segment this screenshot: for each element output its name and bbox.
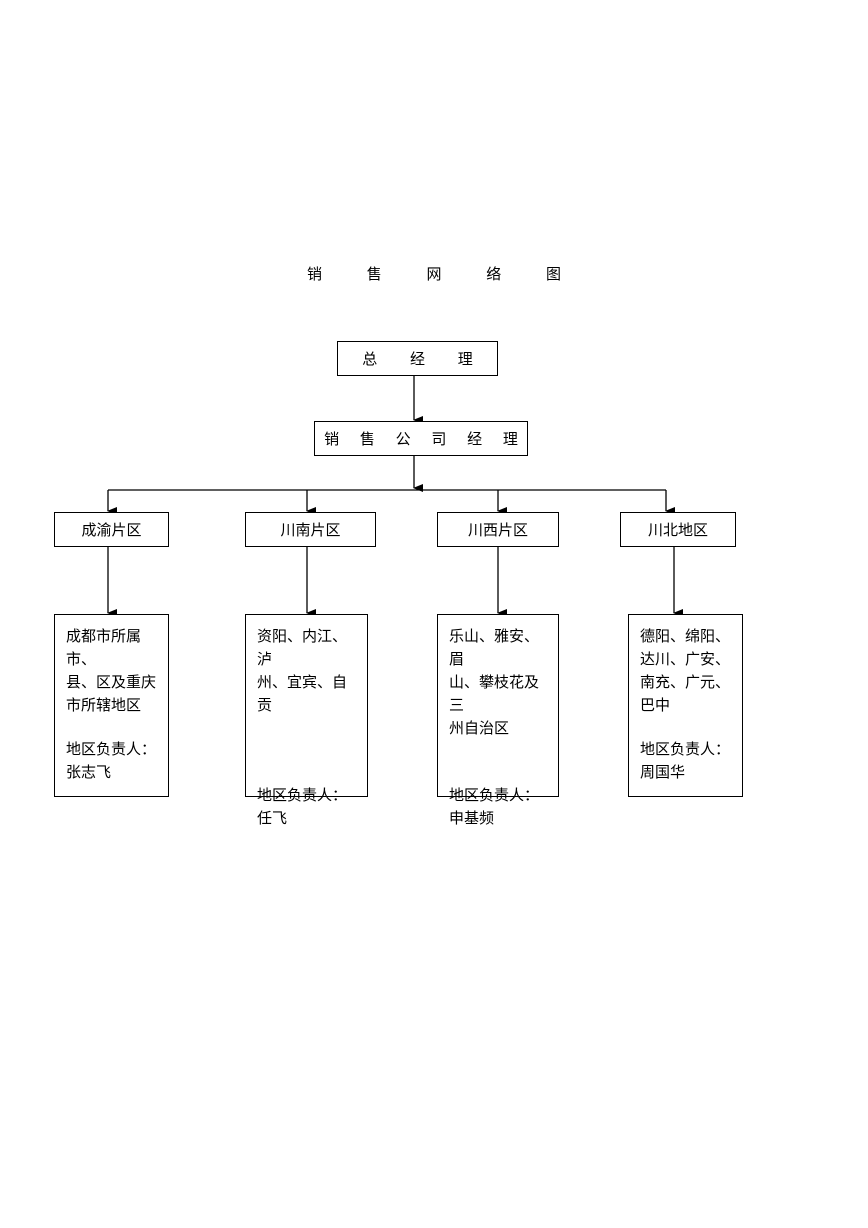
coverage-text: 成都市所属市、 县、区及重庆 市所辖地区 <box>66 627 157 714</box>
region-box-chengyu: 成渝片区 <box>54 512 169 547</box>
manager-label: 地区负责人： <box>257 786 348 804</box>
coverage-text: 德阳、绵阳、 达川、广安、 南充、广元、 巴中 <box>640 627 731 714</box>
sales-manager-box: 销 售 公 司 经 理 <box>314 421 528 456</box>
region-box-chuannan: 川南片区 <box>245 512 376 547</box>
manager-name: 周国华 <box>640 763 686 781</box>
region-detail-box-chuanbei: 德阳、绵阳、 达川、广安、 南充、广元、 巴中 地区负责人： 周国华 <box>628 614 743 797</box>
region-detail-box-chuanxi: 乐山、雅安、眉 山、攀枝花及三 州自治区 地区负责人： 申基频 <box>437 614 559 827</box>
coverage-text: 乐山、雅安、眉 山、攀枝花及三 州自治区 <box>449 627 540 737</box>
region-detail-box-chengyu: 成都市所属市、 县、区及重庆 市所辖地区 地区负责人： 张志飞 <box>54 614 169 797</box>
region-box-chuanbei: 川北地区 <box>620 512 736 547</box>
region-box-chuanxi: 川西片区 <box>437 512 559 547</box>
manager-label: 地区负责人： <box>66 740 157 758</box>
manager-name: 张志飞 <box>66 763 112 781</box>
manager-label: 地区负责人： <box>449 786 540 804</box>
region-detail-box-chuannan: 资阳、内江、泸 州、宜宾、自贡 地区负责人： 任飞 <box>245 614 368 827</box>
general-manager-box: 总 经 理 <box>337 341 498 376</box>
page-title: 销 售 网 络 图 <box>306 265 582 283</box>
manager-label: 地区负责人： <box>640 740 731 758</box>
coverage-text: 资阳、内江、泸 州、宜宾、自贡 <box>257 627 348 714</box>
manager-name: 任飞 <box>257 809 288 827</box>
manager-name: 申基频 <box>449 809 495 827</box>
